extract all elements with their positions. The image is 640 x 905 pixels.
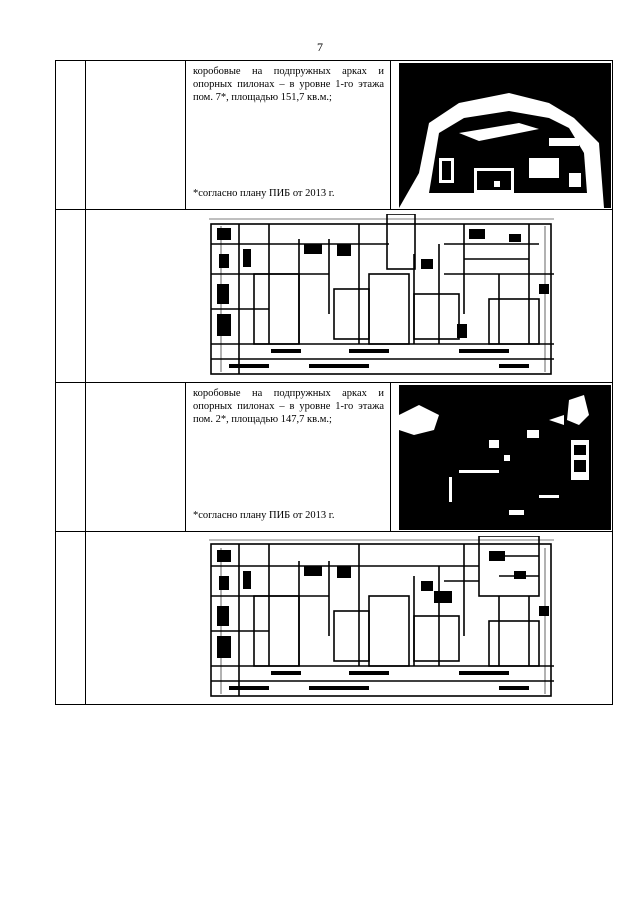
footnote-text: *согласно плану ПИБ от 2013 г. <box>193 510 335 521</box>
floor-plan-cell <box>85 209 613 383</box>
table-row <box>55 531 613 705</box>
table-row <box>55 209 613 383</box>
document-table: коробовые на подпружных арках и опорных … <box>55 60 613 705</box>
name-cell <box>85 382 186 532</box>
floor-plan-cell <box>85 531 613 705</box>
row-number-cell <box>55 60 86 210</box>
photo-cell <box>390 382 613 532</box>
interior-photo <box>399 63 611 208</box>
page-number: 7 <box>317 40 323 54</box>
table-row: коробовые на подпружных арках и опорных … <box>55 60 613 210</box>
description-text: коробовые на подпружных арках и опорных … <box>193 388 384 425</box>
row-number-cell <box>55 209 86 383</box>
floor-plan-image <box>209 535 554 701</box>
description-cell: коробовые на подпружных арках и опорных … <box>185 382 391 532</box>
description-text: коробовые на подпружных арках и опорных … <box>193 66 384 103</box>
description-cell: коробовые на подпружных арках и опорных … <box>185 60 391 210</box>
floor-plan-image <box>209 213 554 379</box>
row-number-cell <box>55 531 86 705</box>
name-cell <box>85 60 186 210</box>
row-number-cell <box>55 382 86 532</box>
table-row: коробовые на подпружных арках и опорных … <box>55 382 613 532</box>
interior-photo <box>399 385 611 530</box>
photo-cell <box>390 60 613 210</box>
footnote-text: *согласно плану ПИБ от 2013 г. <box>193 188 335 199</box>
